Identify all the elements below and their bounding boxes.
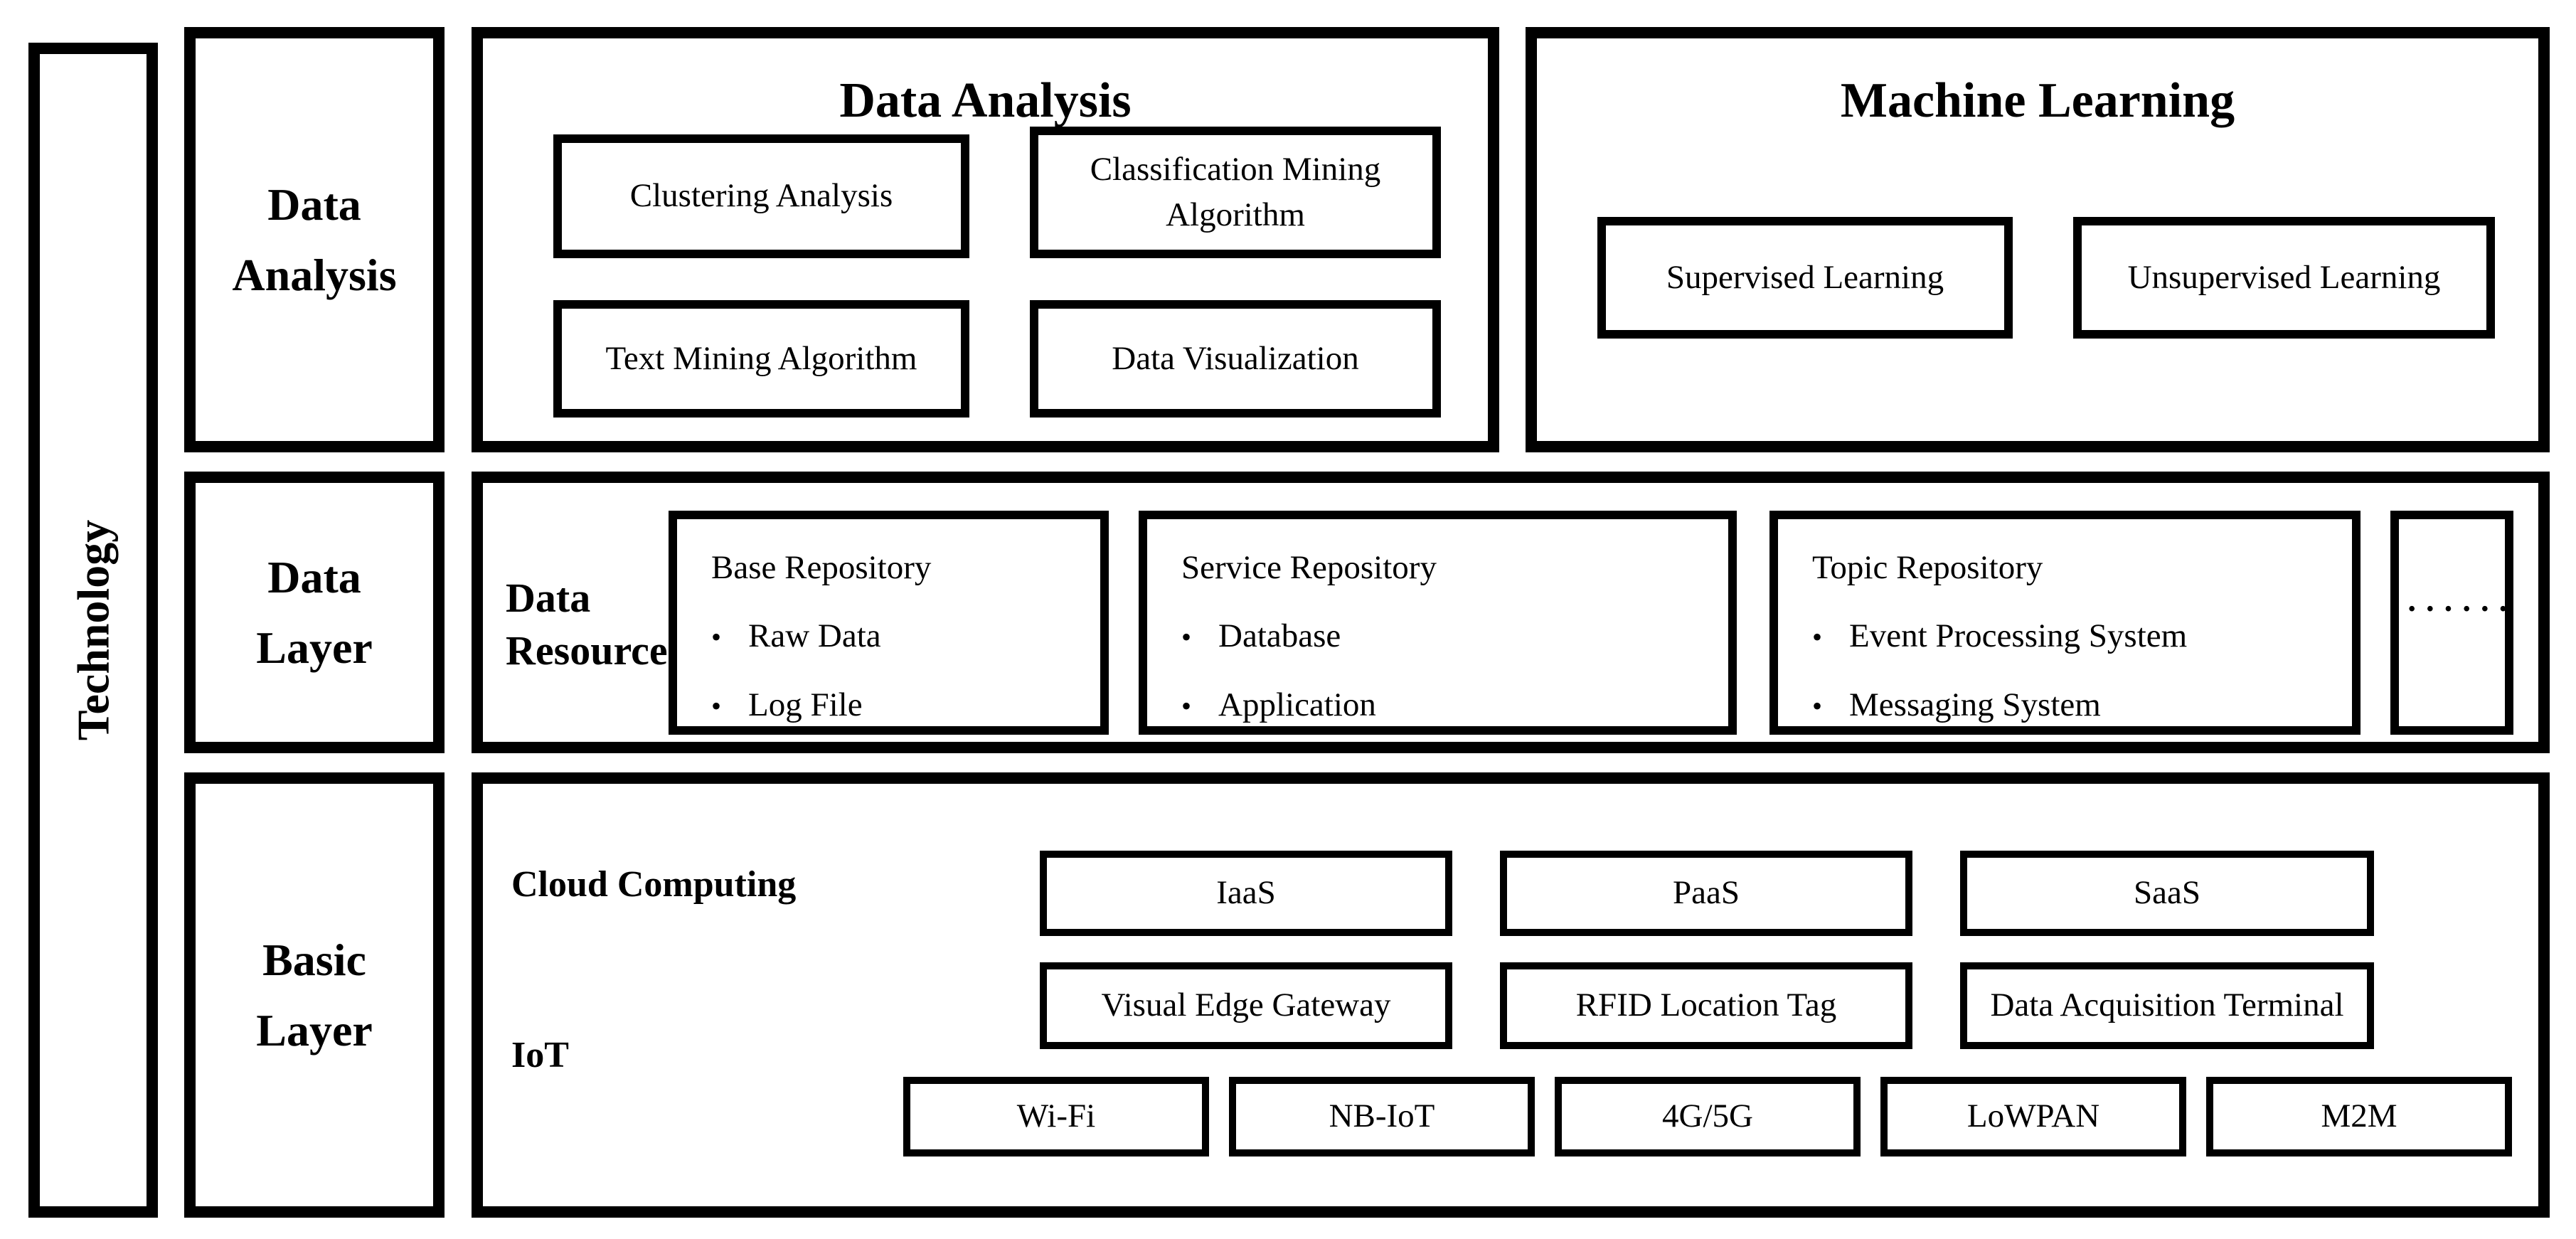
topic-repository-item-2-label: Messaging System <box>1849 686 2101 723</box>
paas-label: PaaS <box>1673 874 1740 912</box>
bullet-icon: • <box>1181 621 1192 654</box>
technology-label: Technology <box>68 519 118 741</box>
data-visualization-box: Data Visualization <box>1030 300 1441 418</box>
iot-label: IoT <box>511 1035 569 1075</box>
text-mining-box: Text Mining Algorithm <box>553 300 969 418</box>
bullet-icon: • <box>711 689 722 722</box>
clustering-analysis-box: Clustering Analysis <box>553 134 969 258</box>
data-resource-panel: Data Resource Base Repository • Raw Data… <box>472 472 2550 753</box>
topic-repository-item-1-label: Event Processing System <box>1849 617 2188 655</box>
topic-repository-box: Topic Repository • Event Processing Syst… <box>1769 511 2361 735</box>
ellipsis-label: ······· <box>2388 590 2516 627</box>
service-repository-item-1: • Database <box>1181 616 1341 656</box>
lowpan-box: LoWPAN <box>1880 1077 2186 1156</box>
saas-label: SaaS <box>2134 874 2200 912</box>
service-repository-item-1-label: Database <box>1218 617 1341 655</box>
saas-box: SaaS <box>1960 851 2374 936</box>
data-acquisition-terminal-box: Data Acquisition Terminal <box>1960 962 2374 1049</box>
visual-edge-gateway-label: Visual Edge Gateway <box>1101 987 1391 1024</box>
paas-box: PaaS <box>1500 851 1912 936</box>
cloud-computing-label: Cloud Computing <box>511 864 797 905</box>
service-repository-title: Service Repository <box>1181 549 1437 586</box>
machine-learning-panel: Machine Learning Supervised Learning Uns… <box>1526 27 2550 452</box>
side-label-data-layer-line2: Layer <box>256 622 373 673</box>
service-repository-item-2: • Application <box>1181 685 1376 725</box>
iaas-label: IaaS <box>1216 874 1276 912</box>
side-label-basic-layer-line2: Layer <box>256 1005 373 1055</box>
classification-mining-label: Classification Mining Algorithm <box>1090 151 1381 233</box>
service-repository-box: Service Repository • Database • Applicat… <box>1139 511 1737 735</box>
base-repository-title: Base Repository <box>711 549 932 586</box>
bullet-icon: • <box>1812 621 1823 654</box>
supervised-learning-label: Supervised Learning <box>1666 258 1944 296</box>
topic-repository-title: Topic Repository <box>1812 549 2043 586</box>
bullet-icon: • <box>1181 689 1192 722</box>
ellipsis-box: ······· <box>2388 511 2516 735</box>
topic-repository-item-1: • Event Processing System <box>1812 616 2187 656</box>
base-repository-item-2-label: Log File <box>748 686 863 723</box>
side-label-data-layer: Data Layer <box>184 472 445 753</box>
visual-edge-gateway-box: Visual Edge Gateway <box>1040 962 1452 1049</box>
unsupervised-learning-label: Unsupervised Learning <box>2127 258 2441 296</box>
data-resource-label-line2: Resource <box>506 627 668 674</box>
data-analysis-title: Data Analysis <box>839 73 1132 128</box>
service-repository-item-2-label: Application <box>1218 686 1376 723</box>
wifi-box: Wi-Fi <box>903 1077 1209 1156</box>
wifi-label: Wi-Fi <box>1016 1097 1096 1135</box>
iaas-box: IaaS <box>1040 851 1452 936</box>
side-label-data-layer-line1: Data <box>267 551 361 602</box>
side-label-basic-layer-line1: Basic <box>262 934 366 985</box>
text-mining-label: Text Mining Algorithm <box>605 339 917 377</box>
lowpan-label: LoWPAN <box>1966 1097 2100 1135</box>
4g-5g-box: 4G/5G <box>1555 1077 1861 1156</box>
technology-bar: Technology <box>28 43 158 1218</box>
side-label-basic-layer: Basic Layer <box>184 772 445 1218</box>
nb-iot-label: NB-IoT <box>1329 1097 1435 1135</box>
machine-learning-title: Machine Learning <box>1840 73 2235 128</box>
data-acquisition-terminal-label: Data Acquisition Terminal <box>1990 987 2344 1024</box>
bullet-icon: • <box>1812 689 1823 722</box>
rfid-location-tag-box: RFID Location Tag <box>1500 962 1912 1049</box>
side-label-data-analysis-line2: Analysis <box>232 250 397 300</box>
side-label-data-analysis: Data Analysis <box>184 27 445 452</box>
base-repository-item-1-label: Raw Data <box>748 617 881 655</box>
4g-5g-label: 4G/5G <box>1662 1097 1753 1135</box>
classification-mining-box: Classification Mining Algorithm <box>1030 127 1441 258</box>
m2m-box: M2M <box>2206 1077 2512 1156</box>
base-repository-item-1: • Raw Data <box>711 616 881 656</box>
topic-repository-item-2: • Messaging System <box>1812 685 2101 725</box>
base-repository-box: Base Repository • Raw Data • Log File <box>669 511 1109 735</box>
data-analysis-panel: Data Analysis Clustering Analysis Classi… <box>472 27 1499 452</box>
clustering-analysis-label: Clustering Analysis <box>629 177 893 215</box>
side-label-data-analysis-line1: Data <box>267 179 361 230</box>
supervised-learning-box: Supervised Learning <box>1597 217 2013 339</box>
base-repository-item-2: • Log File <box>711 685 863 725</box>
unsupervised-learning-box: Unsupervised Learning <box>2073 217 2495 339</box>
m2m-label: M2M <box>2321 1097 2397 1135</box>
rfid-location-tag-label: RFID Location Tag <box>1575 987 1837 1024</box>
data-resource-label: Data Resource <box>506 572 668 677</box>
bullet-icon: • <box>711 621 722 654</box>
nb-iot-box: NB-IoT <box>1229 1077 1535 1156</box>
data-resource-label-line1: Data <box>506 575 591 621</box>
basic-layer-panel: Cloud Computing IoT IaaS PaaS SaaS Visua… <box>472 772 2550 1218</box>
data-visualization-label: Data Visualization <box>1112 339 1359 377</box>
